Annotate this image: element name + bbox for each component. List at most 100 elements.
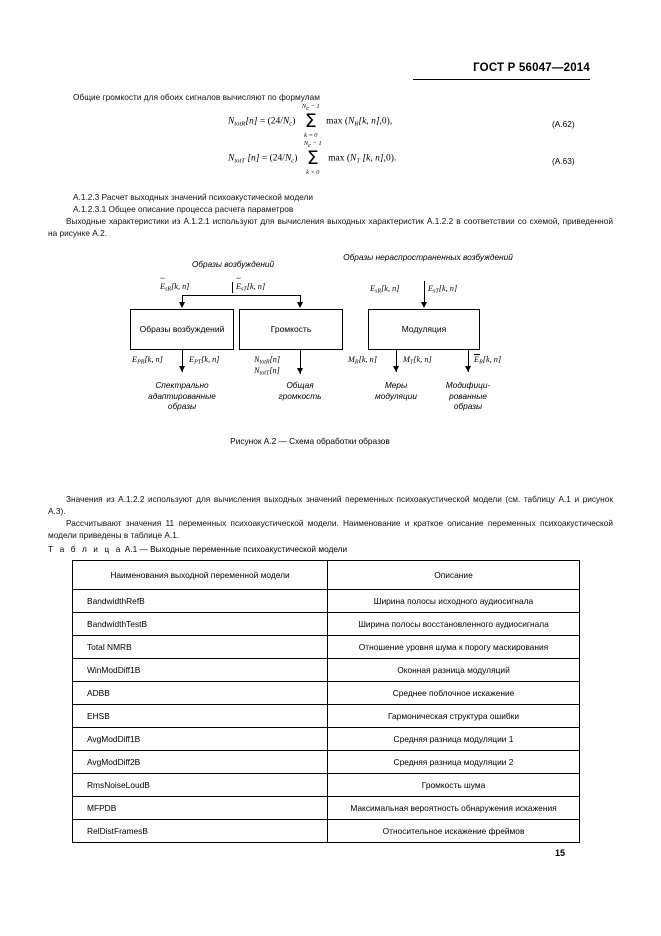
formula-number-a62: (A.62) <box>552 119 575 129</box>
figure-arrow-into-modulation-box <box>420 302 427 308</box>
figure-out-line-excitation <box>182 350 184 372</box>
table-a1-title-rest: А.1 — Выходные переменные психоакустичес… <box>124 544 348 554</box>
table-cell-variable-name: WinModDiff1B <box>72 658 328 682</box>
table-cell-variable-description: Ширина полосы исходного аудиосигнала <box>327 589 580 613</box>
output-variables-table: Наименования выходной переменной модели … <box>72 560 580 843</box>
modulation-box-label: Модуляция <box>401 324 447 334</box>
figure-bottom-label-spectral-line2: адаптированные <box>148 390 216 401</box>
table-row: WinModDiff1B Оконная разница модуляций <box>72 658 580 682</box>
figure-divider-tick-left <box>232 282 234 293</box>
table-row: BandwidthTestB Ширина полосы восстановле… <box>72 612 580 636</box>
figure-bottom-label-spectral: Спектрально адаптированные образы <box>126 380 238 412</box>
table-cell-variable-name: BandwidthTestB <box>72 612 328 636</box>
figure-input-label-esr: EsR[k, n] <box>370 284 400 295</box>
table-cell-variable-name: EHSB <box>72 704 328 728</box>
table-header-cell-description: Описание <box>327 560 580 590</box>
summation-symbol-a63: Nc − 1 Σ k = 0 <box>303 140 322 176</box>
figure-output-label-ept: EPT[k, n] <box>189 355 220 366</box>
table-cell-variable-description: Гармоническая структура ошибки <box>327 704 580 728</box>
table-a1-title-prefix: Т а б л и ц а <box>48 544 123 554</box>
modulation-box: Модуляция <box>368 309 480 350</box>
figure-bottom-label-modified-patterns-line3: образы <box>453 401 483 411</box>
table-header-cell-name: Наименования выходной переменной модели <box>72 560 328 590</box>
figure-bottom-label-total-loudness-line2: громкость <box>278 390 322 401</box>
figure-out-arrow-excitation <box>178 366 185 372</box>
excitation-patterns-box-label: Образы возбуждений <box>139 324 225 334</box>
figure-output-label-ntott: NtotT[n] <box>254 366 280 377</box>
figure-label-excitation-patterns: Образы возбуждений <box>191 259 275 269</box>
figure-bottom-label-spectral-line1: Спектрально <box>155 380 209 390</box>
formula-a63: NtotT [n] = (24/Nc) Nc − 1 Σ k = 0 max (… <box>228 140 397 176</box>
table-header-row: Наименования выходной переменной модели … <box>72 560 580 590</box>
table-cell-variable-name: Total NMRB <box>72 635 328 659</box>
figure-line-to-modulation-box <box>424 281 426 303</box>
table-row: AvgModDiff2B Средняя разница модуляции 2 <box>72 750 580 774</box>
table-row: BandwidthRefB Ширина полосы исходного ау… <box>72 589 580 613</box>
figure-out-arrow-modified <box>464 366 471 372</box>
figure-bottom-label-modulation-measures-line1: Меры <box>384 380 408 390</box>
header-rule <box>413 79 590 80</box>
figure-out-line-loudness <box>300 350 302 374</box>
calc-paragraph: Рассчитывают значения 11 переменных псих… <box>48 518 613 540</box>
formula-number-a63: (A.63) <box>552 156 575 166</box>
table-cell-variable-name: ADBB <box>72 681 328 705</box>
page-header-standard-number: ГОСТ Р 56047—2014 <box>473 62 590 74</box>
figure-arrow-into-excitation-box <box>178 302 185 308</box>
figure-input-label-est-tilde: ~EsT[k, n] <box>236 274 266 293</box>
table-cell-variable-name: AvgModDiff1B <box>72 727 328 751</box>
figure-bottom-label-modified-patterns-line2: рованные <box>449 390 487 401</box>
figure-out-arrow-modulation <box>392 366 399 372</box>
table-cell-variable-description: Максимальная вероятность обнаружения иск… <box>327 796 580 820</box>
figure-input-label-esr-tilde: ~EsR[k, n] <box>160 274 190 293</box>
table-cell-variable-description: Отношение уровня шума к порогу маскирова… <box>327 635 580 659</box>
figure-bottom-label-spectral-line3: образы <box>167 401 197 411</box>
table-cell-variable-description: Оконная разница модуляций <box>327 658 580 682</box>
table-cell-variable-description: Средняя разница модуляции 1 <box>327 727 580 751</box>
table-cell-variable-description: Громкость шума <box>327 773 580 797</box>
figure-output-label-mt: MT[k, n] <box>403 355 432 366</box>
figure-out-arrow-loudness <box>296 368 303 374</box>
table-row: EHSB Гармоническая структура ошибки <box>72 704 580 728</box>
formula-a62: NtotR[n] = (24/Nc) Nc − 1 Σ k = 0 max (N… <box>228 103 393 139</box>
figure-line-to-excitation-box <box>182 295 184 303</box>
table-row: ADBB Среднее поблочное искажение <box>72 681 580 705</box>
figure-output-label-er-bar: ER[k, n] <box>474 354 502 366</box>
section-heading-a1233: A.1.2.3 Расчет выходных значений психоак… <box>73 192 313 202</box>
table-cell-variable-description: Средняя разница модуляции 2 <box>327 750 580 774</box>
table-cell-variable-description: Ширина полосы восстановленного аудиосигн… <box>327 612 580 636</box>
table-row: RmsNoiseLoudB Громкость шума <box>72 773 580 797</box>
table-a1-title: Т а б л и ц а А.1 — Выходные переменные … <box>48 544 347 554</box>
figure-bottom-label-modified-patterns-line1: Модифици- <box>445 380 491 390</box>
excitation-patterns-box: Образы возбуждений <box>130 309 234 350</box>
output-characteristics-paragraph: Выходные характеристики из А.1.2.1 испол… <box>48 216 613 238</box>
figure-bottom-label-total-loudness: Общая громкость <box>248 380 352 401</box>
table-cell-variable-name: RelDistFramesB <box>72 819 328 843</box>
figure-a2-caption: Рисунок А.2 — Схема обработки образов <box>230 436 390 446</box>
page-number: 15 <box>554 848 565 858</box>
table-cell-variable-name: AvgModDiff2B <box>72 750 328 774</box>
figure-bottom-label-total-loudness-line1: Общая <box>286 380 314 390</box>
figure-output-label-epr: EPR[k, n] <box>132 355 163 366</box>
table-row: Total NMRB Отношение уровня шума к порог… <box>72 635 580 659</box>
table-body: Наименования выходной переменной модели … <box>72 560 580 843</box>
figure-arrow-into-loudness-box <box>296 302 303 308</box>
table-row: RelDistFramesB Относительное искажение ф… <box>72 819 580 843</box>
figure-input-label-est: EsT[k, n] <box>428 284 458 295</box>
table-cell-variable-description: Относительное искажение фреймов <box>327 819 580 843</box>
table-cell-variable-name: BandwidthRefB <box>72 589 328 613</box>
figure-a2: Образы возбуждений Образы нераспростране… <box>0 248 661 448</box>
table-cell-variable-name: RmsNoiseLoudB <box>72 773 328 797</box>
figure-bottom-label-modified-patterns: Модифици- рованные образы <box>420 380 516 412</box>
figure-label-unspread-excitation-patterns: Образы нераспространенных возбуждений <box>343 252 513 262</box>
loudness-box: Громкость <box>239 309 343 350</box>
figure-bottom-label-modulation-measures: Меры модуляции <box>344 380 448 401</box>
figure-connector-right-stub <box>300 295 302 303</box>
table-cell-variable-name: MFPDB <box>72 796 328 820</box>
figure-output-label-ntotr: NtotR[n] <box>254 355 281 366</box>
table-cell-variable-description: Среднее поблочное искажение <box>327 681 580 705</box>
figure-connector-left-horizontal <box>182 295 300 297</box>
intro-paragraph: Общие громкости для обоих сигналов вычис… <box>73 92 320 102</box>
summation-symbol-a62: Nc − 1 Σ k = 0 <box>301 103 320 139</box>
figure-out-line-modulation <box>396 350 398 372</box>
